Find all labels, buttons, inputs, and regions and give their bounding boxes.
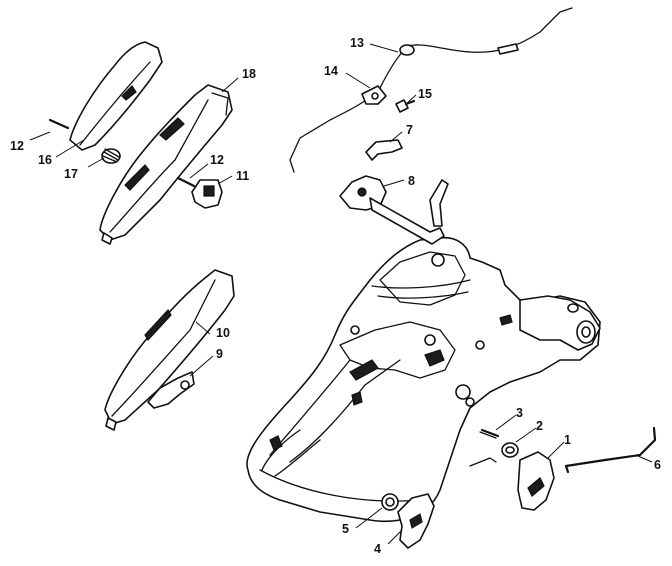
callout-18: 18 [242, 67, 256, 81]
part-2-spring [469, 442, 519, 467]
part-5-spring [381, 493, 399, 511]
callout-2: 2 [536, 419, 543, 433]
callout-12-upper: 12 [10, 139, 24, 153]
part-17-spring [101, 148, 121, 164]
callout-10: 10 [216, 326, 230, 340]
part-15-screw [395, 99, 416, 113]
callout-8: 8 [408, 174, 415, 188]
callout-3: 3 [516, 406, 523, 420]
leader-lines [29, 43, 653, 545]
part-8-choke-shaft [339, 175, 449, 245]
callout-12-lower: 12 [210, 153, 224, 167]
callout-4: 4 [374, 542, 381, 556]
callout-7: 7 [406, 123, 413, 137]
part-1-throttle-lockout [517, 451, 555, 511]
callout-13: 13 [350, 36, 364, 50]
part-18-handle-molding [99, 84, 233, 245]
callout-6: 6 [654, 458, 661, 472]
part-16-handle-cover [69, 41, 163, 151]
callout-1: 1 [564, 433, 571, 447]
main-housing [246, 236, 601, 522]
part-11-lever [191, 179, 223, 209]
part-4-trigger [397, 493, 435, 549]
part-12-pin-upper [48, 118, 70, 130]
part-12-pin-lower [176, 176, 196, 188]
part-6-choke-rod [564, 426, 657, 474]
callout-labels: 1 2 3 4 5 6 7 8 9 10 11 12 12 13 14 15 1… [10, 36, 661, 556]
callout-9: 9 [216, 347, 223, 361]
part-10-handle-molding [104, 269, 235, 431]
callout-5: 5 [342, 522, 349, 536]
part-7-interlock-link [365, 139, 403, 161]
part-9-trigger [147, 371, 195, 409]
callout-11: 11 [236, 169, 249, 183]
callout-16: 16 [38, 153, 52, 167]
part-3-pin [479, 428, 500, 439]
part-14-cable-clip [361, 85, 387, 105]
callout-15: 15 [418, 87, 432, 101]
callout-17: 17 [64, 167, 78, 181]
callout-14: 14 [324, 64, 338, 78]
